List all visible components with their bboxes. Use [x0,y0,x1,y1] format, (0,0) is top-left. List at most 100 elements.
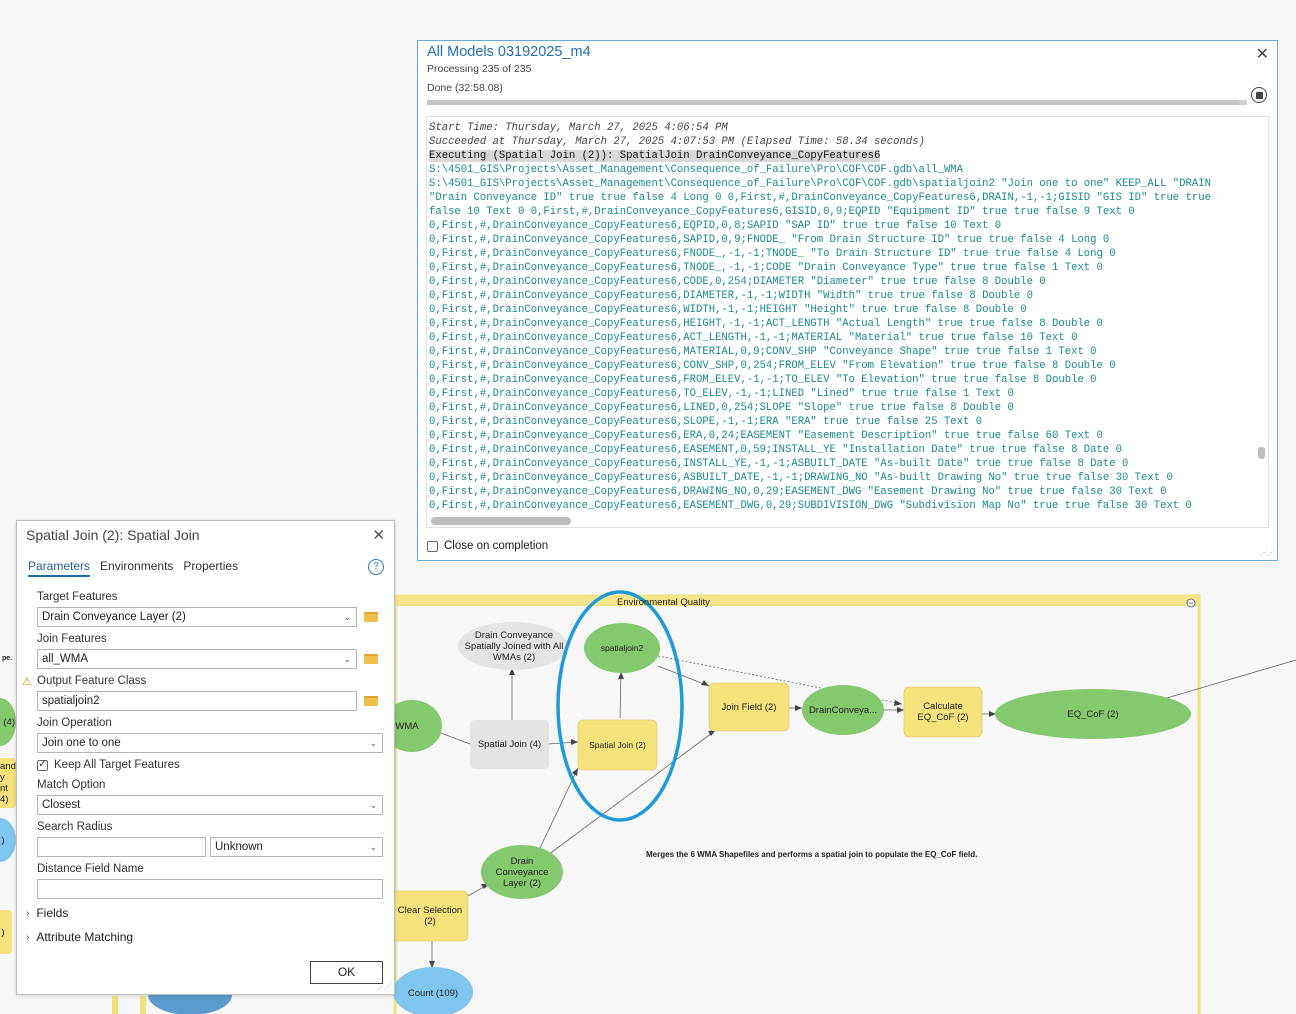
chevron-right-icon: › [26,907,30,919]
stop-icon[interactable] [1251,87,1267,103]
node-spatialjoin2[interactable] [584,623,660,673]
vertical-scrollbar[interactable] [1258,447,1265,459]
log-line: "Drain Conveyance ID" true true false 4 … [429,192,1211,204]
node-partial-yellow[interactable] [0,758,16,808]
log-line: 0,First,#,DrainConveyance_CopyFeatures6,… [429,500,1192,512]
log-line: S:\4501_GIS\Projects\Asset_Management\Co… [429,164,964,176]
folder-icon[interactable] [364,696,378,706]
join-features-label: Join Features [37,633,107,645]
node-drain-spatially-joined[interactable] [458,622,568,670]
search-radius-unit-value: Unknown [215,841,263,853]
left-group-frame [112,996,118,1014]
node-join-field[interactable] [708,682,790,732]
attribute-matching-expander[interactable]: › Attribute Matching [26,930,133,944]
log-line: 0,First,#,DrainConveyance_CopyFeatures6,… [429,360,1116,372]
node-calculate-eq-cof[interactable] [903,686,983,738]
log-line: Executing (Spatial Join (2)): SpatialJoi… [429,150,881,162]
log-line: S:\4501_GIS\Projects\Asset_Management\Co… [429,178,1211,190]
model-note: Merges the 6 WMA Shapefiles and performs… [646,850,978,859]
distance-field-label: Distance Field Name [37,863,144,875]
highlight-ellipse [556,590,684,822]
left-group-frame-2 [140,996,146,1014]
output-feature-class-input[interactable]: spatialjoin2 [37,691,357,711]
node-partial-green[interactable] [0,698,16,746]
done-status: Done (32:58.08) [427,82,503,94]
chevron-down-icon: ⌄ [369,800,377,810]
log-line: 0,First,#,DrainConveyance_CopyFeatures6,… [429,234,1110,246]
log-line: 0,First,#,DrainConveyance_CopyFeatures6,… [429,290,1033,302]
output-feature-class-label: Output Feature Class [37,675,147,687]
log-lines: Start Time: Thursday, March 27, 2025 4:0… [429,121,1249,513]
node-partial-yellow-2[interactable] [0,910,12,954]
distance-field-input[interactable] [37,879,383,899]
keep-all-target-features[interactable]: ✓ Keep All Target Features [37,759,180,771]
processing-status: Processing 235 of 235 [427,63,532,75]
log-line: Succeeded at Thursday, March 27, 2025 4:… [429,136,925,148]
close-on-completion[interactable]: Close on completion [427,540,548,552]
fields-expander[interactable]: › Fields [26,906,68,920]
join-operation-value: Join one to one [42,737,121,749]
search-radius-input[interactable] [37,837,206,857]
progress-bar-fill [427,100,1239,105]
warning-icon: ⚠ [22,676,32,688]
target-features-select[interactable]: Drain Conveyance Layer (2) ⌄ [37,607,357,627]
node-wma[interactable] [382,700,442,752]
target-features-value: Drain Conveyance Layer (2) [42,611,186,623]
log-line: 0,First,#,DrainConveyance_CopyFeatures6,… [429,416,983,428]
keep-all-label: Keep All Target Features [54,759,180,771]
search-radius-unit-select[interactable]: Unknown ⌄ [210,837,383,857]
tab-parameters[interactable]: Parameters [28,559,91,577]
log-line: 0,First,#,DrainConveyance_CopyFeatures6,… [429,430,1103,442]
horizontal-scrollbar[interactable] [431,517,571,525]
folder-icon[interactable] [364,654,378,664]
node-drain-conveya[interactable] [802,685,884,735]
keep-all-checkbox[interactable]: ✓ [37,759,48,771]
node-drain-conveyance-layer[interactable] [481,845,563,899]
search-radius-label: Search Radius [37,821,113,833]
node-eq-cof[interactable] [995,689,1191,739]
log-line: Start Time: Thursday, March 27, 2025 4:0… [429,122,728,134]
log-line: false 10 Text 0 0,First,#,DrainConveyanc… [429,206,1135,218]
close-icon[interactable]: ✕ [372,527,385,544]
chevron-down-icon: ⌄ [343,612,351,622]
progress-bar [427,100,1247,105]
close-icon[interactable]: ✕ [1255,46,1269,63]
folder-icon[interactable] [364,612,378,622]
resize-grip-icon[interactable]: ⋰⋰ [377,982,392,991]
match-option-select[interactable]: Closest ⌄ [37,795,383,815]
progress-title: All Models 03192025_m4 [427,44,591,60]
node-partial-blue[interactable] [0,818,16,862]
ok-button[interactable]: OK [310,961,383,984]
log-line: 0,First,#,DrainConveyance_CopyFeatures6,… [429,388,1014,400]
log-line: 0,First,#,DrainConveyance_CopyFeatures6,… [429,332,1078,344]
join-operation-select[interactable]: Join one to one ⌄ [37,733,383,753]
log-line: 0,First,#,DrainConveyance_CopyFeatures6,… [429,276,1046,288]
join-operation-label: Join Operation [37,717,112,729]
node-clear-selection[interactable] [391,890,469,942]
match-option-value: Closest [42,799,81,811]
log-line: 0,First,#,DrainConveyance_CopyFeatures6,… [429,248,1116,260]
tab-properties[interactable]: Properties [183,559,239,573]
attribute-matching-label: Attribute Matching [36,930,134,944]
log-line: 0,First,#,DrainConveyance_CopyFeatures6,… [429,472,1173,484]
message-log[interactable]: Start Time: Thursday, March 27, 2025 4:0… [426,116,1269,528]
help-icon[interactable]: ? [368,559,384,575]
join-features-select[interactable]: all_WMA ⌄ [37,649,357,669]
dialog-title: Spatial Join (2): Spatial Join [26,527,200,543]
log-line: 0,First,#,DrainConveyance_CopyFeatures6,… [429,346,1097,358]
node-count[interactable] [393,967,473,1014]
log-line: 0,First,#,DrainConveyance_CopyFeatures6,… [429,262,1103,274]
node-spatial-join-4[interactable] [470,720,549,769]
log-line: 0,First,#,DrainConveyance_CopyFeatures6,… [429,220,1002,232]
fields-label: Fields [36,906,69,920]
close-on-completion-checkbox[interactable] [427,540,438,552]
group-header [395,595,1199,606]
tab-environments[interactable]: Environments [100,559,174,573]
node-spatial-join-2[interactable] [577,719,658,771]
log-line: 0,First,#,DrainConveyance_CopyFeatures6,… [429,304,1027,316]
resize-grip-icon[interactable]: ⋰⋰ [1260,548,1275,557]
dialog-tabs: Parameters Environments Properties [28,559,238,577]
log-line: 0,First,#,DrainConveyance_CopyFeatures6,… [429,374,1097,386]
log-line: 0,First,#,DrainConveyance_CopyFeatures6,… [429,402,1014,414]
